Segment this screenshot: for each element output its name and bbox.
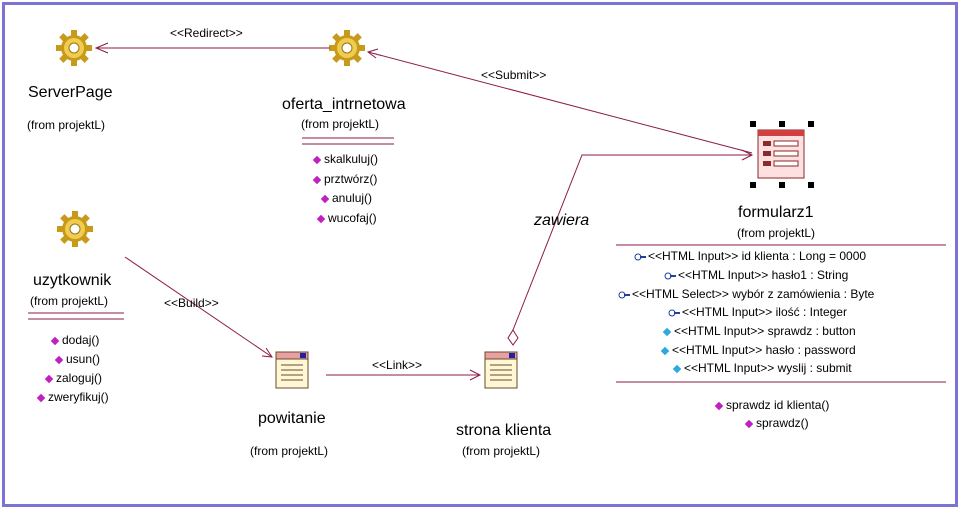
build-line[interactable] — [124, 256, 273, 358]
submit-line[interactable] — [367, 51, 753, 154]
oferta-op: skalkuluj() — [312, 152, 378, 166]
zawiera-line[interactable] — [512, 154, 752, 331]
submit-label: <<Submit>> — [481, 68, 547, 82]
formularz-attr: <<HTML Input>> sprawdz : button — [662, 324, 856, 338]
zawiera-label: zawiera — [534, 212, 590, 229]
operation-icon — [44, 374, 54, 384]
uzytkownik-op: zaloguj() — [44, 371, 102, 385]
oferta-op: prztwórz() — [312, 172, 377, 186]
operation-icon — [36, 393, 46, 403]
operation-icon — [320, 194, 330, 204]
serverpage-from: (from projektL) — [27, 118, 106, 132]
oferta-name[interactable]: oferta_intrnetowa — [282, 96, 406, 113]
public-attribute-icon — [672, 364, 682, 374]
operation-icon — [312, 155, 322, 165]
formularz-attr: <<HTML Input>> wyslij : submit — [672, 361, 852, 375]
oferta-op: anuluj() — [320, 191, 372, 205]
operation-icon — [50, 336, 60, 346]
attribute-key-icon — [668, 309, 680, 317]
attribute-key-icon — [664, 272, 676, 280]
strona-from: (from projektL) — [462, 444, 541, 458]
strona-name[interactable]: strona klienta — [456, 422, 552, 439]
attribute-key-icon — [634, 253, 646, 261]
operation-icon — [312, 175, 322, 185]
serverpage-name[interactable]: ServerPage — [28, 84, 113, 101]
strona-page-icon — [484, 351, 518, 389]
link-label: <<Link>> — [372, 358, 423, 372]
redirect-label: <<Redirect>> — [170, 26, 243, 40]
formularz-name[interactable]: formularz1 — [738, 204, 814, 221]
operation-icon — [714, 401, 724, 411]
powitanie-page-icon — [275, 351, 309, 389]
attribute-key-icon — [618, 291, 630, 299]
powitanie-name[interactable]: powitanie — [258, 410, 326, 427]
oferta-from: (from projektL) — [301, 117, 380, 131]
formularz-op: sprawdz id klienta() — [714, 398, 829, 412]
uzytkownik-op: usun() — [54, 352, 100, 366]
operation-icon — [744, 419, 754, 429]
uzytkownik-name[interactable]: uzytkownik — [33, 272, 112, 289]
uzytkownik-from: (from projektL) — [30, 294, 109, 308]
oferta-gear-icon — [328, 29, 366, 67]
formularz-attr: <<HTML Select>> wybór z zamówienia : Byt… — [618, 287, 874, 301]
uzytkownik-op: zweryfikuj() — [36, 390, 109, 404]
formularz-attr: <<HTML Input>> hasło : password — [660, 343, 856, 357]
formularz-attr: <<HTML Input>> ilość : Integer — [668, 305, 847, 319]
build-label: <<Build>> — [164, 296, 219, 310]
formularz-attr: <<HTML Input>> hasło1 : String — [664, 268, 848, 282]
formularz-op: sprawdz() — [744, 416, 809, 430]
public-attribute-icon — [660, 346, 670, 356]
uzytkownik-op: dodaj() — [50, 333, 99, 347]
operation-icon — [54, 355, 64, 365]
public-attribute-icon — [662, 327, 672, 337]
operation-icon — [316, 214, 326, 224]
formularz-from: (from projektL) — [737, 226, 816, 240]
serverpage-gear-icon — [55, 29, 93, 67]
formularz-attr: <<HTML Input>> id klienta : Long = 0000 — [634, 249, 866, 263]
powitanie-from: (from projektL) — [250, 444, 329, 458]
oferta-op: wucofaj() — [316, 211, 377, 225]
uzytkownik-gear-icon — [56, 210, 94, 248]
formularz-form-icon[interactable] — [750, 121, 814, 188]
